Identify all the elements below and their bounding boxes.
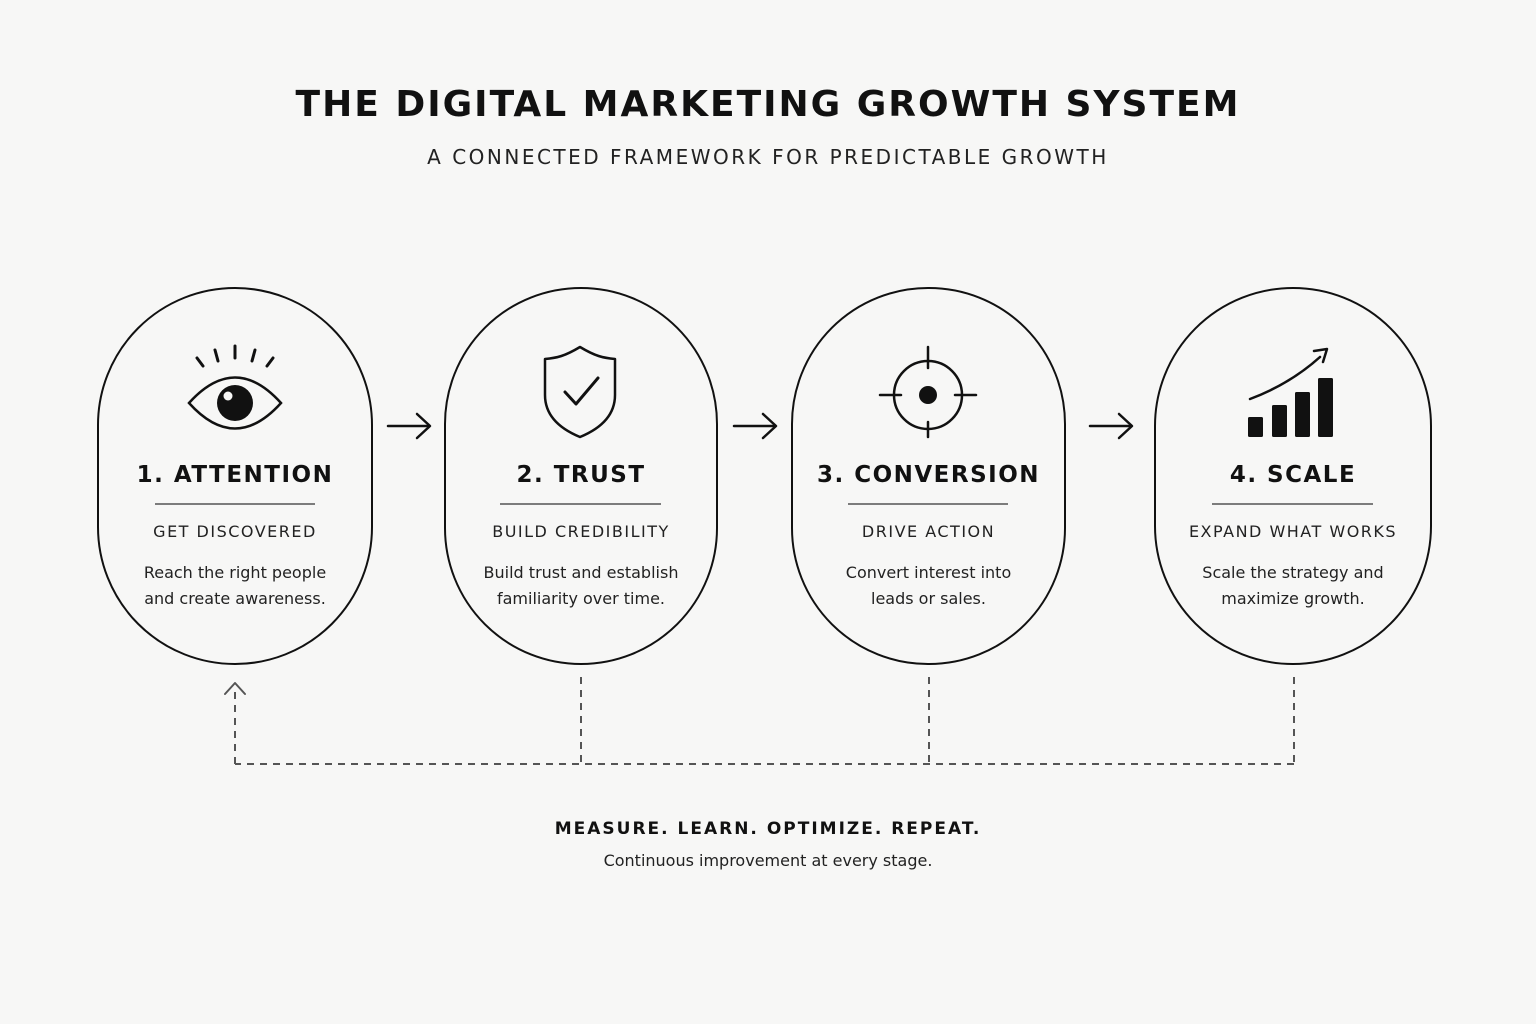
arrow-right-icon [386, 412, 432, 440]
footer-title: MEASURE. LEARN. OPTIMIZE. REPEAT. [554, 819, 982, 839]
stage-3-subtitle: DRIVE ACTION [861, 522, 996, 541]
loop-arrow-up-icon [224, 682, 246, 695]
diagram-subtitle: A CONNECTED FRAMEWORK FOR PREDICTABLE GR… [427, 145, 1109, 169]
shield-check-icon [543, 345, 617, 439]
eye-icon [187, 344, 283, 430]
arrow-right-icon [1088, 412, 1134, 440]
stage-1-subtitle: GET DISCOVERED [153, 522, 317, 541]
stage-1-title: 1. ATTENTION [136, 462, 334, 488]
stage-3-description: Convert interest into leads or sales. [792, 560, 1065, 612]
stage-4-description-line: Scale the strategy and [1202, 563, 1384, 582]
footer-subtitle: Continuous improvement at every stage. [603, 851, 933, 870]
stage-1-description: Reach the right people and create awaren… [98, 560, 372, 612]
stage-4-subtitle: EXPAND WHAT WORKS [1188, 522, 1398, 541]
growth-chart-icon [1248, 347, 1333, 437]
stage-1-oval [97, 287, 373, 665]
stage-2-description: Build trust and establish familiarity ov… [445, 560, 717, 612]
stage-1-description-line: and create awareness. [144, 589, 326, 608]
stage-2-title: 2. TRUST [516, 462, 646, 488]
stage-2-subtitle: BUILD CREDIBILITY [492, 522, 670, 541]
stage-2-description-line: Build trust and establish [483, 563, 679, 582]
stage-3-description-line: leads or sales. [871, 589, 986, 608]
stage-4-title: 4. SCALE [1229, 462, 1357, 488]
feedback-loop [234, 677, 1295, 765]
stage-4-description: Scale the strategy and maximize growth. [1155, 560, 1431, 612]
diagram-title: THE DIGITAL MARKETING GROWTH SYSTEM [295, 84, 1241, 125]
stage-3-title: 3. CONVERSION [816, 462, 1041, 488]
stage-2-description-line: familiarity over time. [496, 589, 665, 608]
arrow-right-icon [732, 412, 778, 440]
stage-3-oval [791, 287, 1066, 665]
stage-2-oval [444, 287, 718, 665]
stage-3-description-line: Convert interest into [845, 563, 1012, 582]
stage-4-oval [1154, 287, 1432, 665]
target-icon [878, 345, 978, 439]
stage-4-description-line: maximize growth. [1221, 589, 1365, 608]
stage-1-description-line: Reach the right people [143, 563, 327, 582]
